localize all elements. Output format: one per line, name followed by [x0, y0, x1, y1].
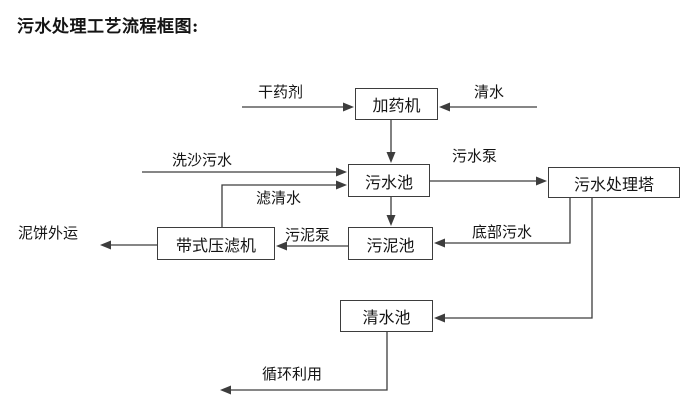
edge-dry-agent-to-dosing	[242, 102, 354, 112]
flow-label-filtered-water: 滤清水	[256, 189, 302, 207]
flow-label-sludge-pump: 污泥泵	[285, 226, 331, 244]
flow-label-bottom-sewage: 底部污水	[472, 223, 533, 241]
page-title: 污水处理工艺流程框图:	[17, 17, 199, 37]
edge-filtered-water-to-sewage-pool	[221, 180, 347, 227]
edge-sewage-pool-to-sludge-pool	[386, 197, 396, 226]
node-sewage-pool: 污水池	[348, 164, 430, 197]
flow-label-sand-washing-sewage: 洗沙污水	[172, 151, 233, 169]
node-dosing-machine-label: 加药机	[372, 96, 421, 115]
edge-tower-bottom-sewage-to-sludge-pool	[434, 198, 571, 248]
edge-sewage-pool-to-tower	[430, 176, 547, 186]
edge-filter-press-to-mud-cake	[100, 240, 157, 250]
node-sludge-pool: 污泥池	[348, 227, 433, 260]
node-sludge-pool-label: 污泥池	[366, 235, 415, 255]
flow-label-mud-cake-out: 泥饼外运	[18, 224, 79, 242]
node-belt-filter-press-label: 带式压滤机	[175, 235, 256, 255]
node-sewage-treatment-tower-label: 污水处理塔	[573, 174, 654, 194]
edge-sludge-pool-to-filter-press	[276, 241, 348, 251]
edge-sand-wash-to-sewage-pool	[142, 167, 347, 177]
node-belt-filter-press: 带式压滤机	[157, 227, 275, 260]
node-sewage-treatment-tower: 污水处理塔	[548, 167, 680, 198]
node-clean-water-pool: 清水池	[340, 300, 433, 332]
node-clean-water-pool-label: 清水池	[362, 308, 411, 327]
flow-label-sewage-pump: 污水泵	[452, 147, 498, 165]
flow-label-recycle-use: 循环利用	[262, 365, 323, 383]
flow-label-clean-water: 清水	[474, 83, 505, 101]
edge-tower-to-clean-pool	[434, 198, 593, 323]
node-sewage-pool-label: 污水池	[364, 172, 413, 192]
edge-clean-pool-to-recycle	[220, 332, 388, 395]
node-dosing-machine: 加药机	[355, 88, 438, 120]
flow-label-dry-agent: 干药剂	[258, 83, 304, 101]
edge-clean-water-to-dosing	[439, 102, 537, 112]
edge-dosing-to-sewage-pool	[386, 120, 396, 163]
